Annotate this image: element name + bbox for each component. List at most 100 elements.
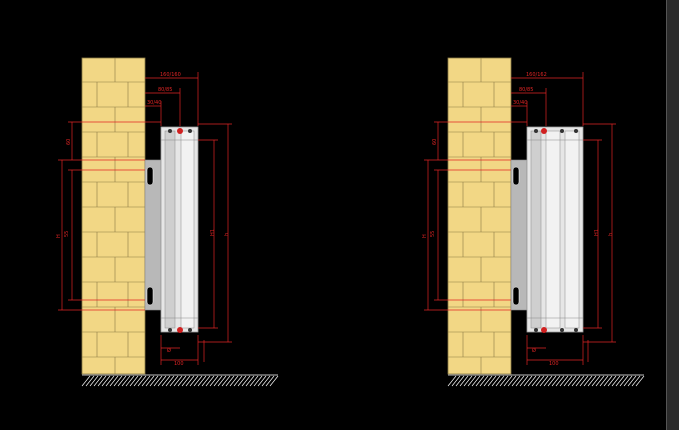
floor-hatch-stroke — [89, 375, 99, 387]
floor-hatch-stroke — [257, 375, 267, 387]
floor-hatch-stroke — [567, 375, 577, 387]
floor-hatch — [81, 374, 279, 387]
floor-hatch-stroke — [511, 375, 521, 387]
scrollbar-edge — [666, 0, 667, 430]
floor-hatch-stroke — [177, 375, 187, 387]
dim-bottom: 100 — [174, 361, 184, 367]
dim-label-dia: Ø — [532, 347, 536, 354]
dim-top-2: 80/85 — [519, 87, 533, 93]
floor-hatch-stroke — [229, 375, 239, 387]
floor-hatch-stroke — [503, 375, 513, 387]
detail-right: 160/162 80/85 30/40 60 55 H H1 h Ø 100 — [422, 57, 645, 387]
floor-hatch-stroke — [559, 375, 569, 387]
dim-label-h: H — [422, 234, 428, 238]
floor-hatch-stroke — [515, 375, 525, 387]
radiator-single — [160, 126, 199, 333]
floor-hatch-stroke — [189, 375, 199, 387]
dimension-lines — [424, 72, 616, 365]
floor-hatch-stroke — [225, 375, 235, 387]
detail-left: 160/160 80/85 30/40 60 55 H H1 h Ø 100 — [56, 57, 279, 387]
floor-hatch-stroke — [145, 375, 155, 387]
dim-top-1: 160/160 — [160, 72, 181, 78]
brick-mortar-lines — [448, 58, 511, 374]
floor-hatch-stroke — [507, 375, 517, 387]
floor-hatch-stroke — [109, 375, 119, 387]
floor-hatch-stroke — [161, 375, 171, 387]
dim-side-2: 55 — [64, 231, 70, 237]
floor-hatch-stroke — [535, 375, 545, 387]
floor-hatch-stroke — [619, 375, 629, 387]
floor-hatch-stroke — [463, 375, 473, 387]
floor-hatch-stroke — [233, 375, 243, 387]
floor-hatch-stroke — [455, 375, 465, 387]
floor-hatch-stroke — [249, 375, 259, 387]
wall-bracket — [144, 159, 162, 311]
floor-hatch-stroke — [205, 375, 215, 387]
floor-hatch-stroke — [611, 375, 621, 387]
radiator-double — [526, 126, 584, 333]
floor-hatch-stroke — [157, 375, 167, 387]
floor-hatch-stroke — [607, 375, 617, 387]
floor-hatch-stroke — [631, 375, 641, 387]
floor-hatch-stroke — [253, 375, 263, 387]
floor-hatch-stroke — [523, 375, 533, 387]
floor-hatch-stroke — [551, 375, 561, 387]
floor-hatch-stroke — [241, 375, 251, 387]
floor-hatch-stroke — [113, 375, 123, 387]
floor-hatch-stroke — [579, 375, 589, 387]
floor-hatch-stroke — [265, 375, 275, 387]
floor-hatch-stroke — [543, 375, 553, 387]
floor-hatch-stroke — [153, 375, 163, 387]
floor-hatch-stroke — [467, 375, 477, 387]
dim-label-small-h: h — [224, 233, 230, 236]
floor-hatch-stroke — [555, 375, 565, 387]
floor-hatch-stroke — [221, 375, 231, 387]
floor-hatch-stroke — [197, 375, 207, 387]
dim-bottom: 100 — [549, 361, 559, 367]
dimension-lines — [58, 72, 232, 365]
floor-hatch-stroke — [137, 375, 147, 387]
floor-hatch-stroke — [209, 375, 219, 387]
floor-hatch-stroke — [117, 375, 127, 387]
floor-hatch-stroke — [487, 375, 497, 387]
floor-hatch-stroke — [539, 375, 549, 387]
dim-side-1: 60 — [432, 139, 438, 145]
floor-hatch-stroke — [105, 375, 115, 387]
floor-hatch-stroke — [527, 375, 537, 387]
floor-hatch-stroke — [129, 375, 139, 387]
floor-hatch-stroke — [451, 375, 461, 387]
floor-hatch-stroke — [141, 375, 151, 387]
floor-hatch-stroke — [133, 375, 143, 387]
floor-hatch-stroke — [185, 375, 195, 387]
floor-hatch-stroke — [97, 375, 107, 387]
floor-hatch-stroke — [213, 375, 223, 387]
floor-hatch — [447, 374, 645, 387]
brick-wall — [81, 57, 146, 375]
floor-hatch-stroke — [547, 375, 557, 387]
floor-hatch-stroke — [475, 375, 485, 387]
right-scrollbar[interactable] — [666, 0, 679, 430]
floor-hatch-stroke — [491, 375, 501, 387]
floor-hatch-stroke — [245, 375, 255, 387]
floor-hatch-stroke — [149, 375, 159, 387]
floor-hatch-stroke — [595, 375, 605, 387]
floor-hatch-stroke — [615, 375, 625, 387]
floor-hatch-stroke — [587, 375, 597, 387]
floor-hatch-stroke — [599, 375, 609, 387]
floor-hatch-stroke — [519, 375, 529, 387]
floor-hatch-stroke — [495, 375, 505, 387]
floor-hatch-stroke — [201, 375, 211, 387]
dim-top-3: 30/40 — [147, 100, 161, 106]
dim-label-small-h: h — [608, 233, 614, 236]
dim-top-2: 80/85 — [158, 87, 172, 93]
floor-hatch-stroke — [571, 375, 581, 387]
floor-hatch-stroke — [459, 375, 469, 387]
dimension-labels: 160/160 80/85 30/40 60 55 H H1 h Ø 100 — [56, 72, 230, 367]
floor-hatch-stroke — [101, 375, 111, 387]
floor-hatch-stroke — [85, 375, 95, 387]
floor-hatch-stroke — [269, 375, 279, 387]
floor-hatch-stroke — [165, 375, 175, 387]
dim-side-1: 60 — [66, 139, 72, 145]
dim-label-h1: H1 — [210, 229, 216, 236]
